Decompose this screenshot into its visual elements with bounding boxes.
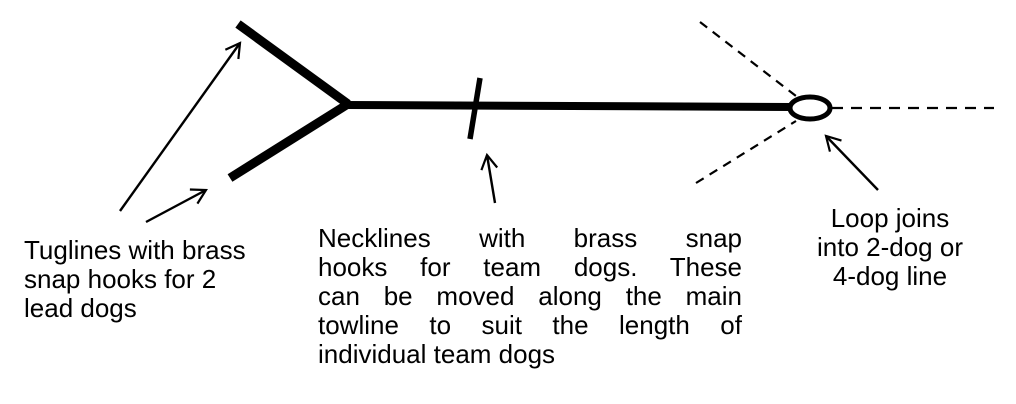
necklines-label-line: hooks for team dogs. These xyxy=(318,252,742,282)
arrow-to-loop xyxy=(824,134,879,191)
loop-label-line: into 2-dog or xyxy=(817,232,963,262)
tuglines-label-line: lead dogs xyxy=(24,293,137,323)
lower-tugline xyxy=(227,100,351,182)
tuglines-label-line: snap hooks for 2 xyxy=(24,264,217,294)
loop-label: Loop joins into 2-dog or 4-dog line xyxy=(800,204,980,291)
dashed-line-upper xyxy=(699,21,797,97)
neckline-mark xyxy=(467,77,483,140)
tuglines-label-line: Tuglines with brass xyxy=(24,235,246,265)
necklines-label: Necklines with brass snap hooks for team… xyxy=(318,224,742,369)
dashed-line-lower xyxy=(695,120,797,184)
towline-loop xyxy=(787,94,833,122)
upper-tugline xyxy=(235,20,351,108)
loop-label-line: 4-dog line xyxy=(832,261,948,291)
necklines-label-line: individual team dogs xyxy=(318,339,556,369)
main-towline xyxy=(343,101,793,111)
necklines-label-line: towline to suit the length of xyxy=(318,310,742,340)
arrow-to-neckline xyxy=(480,152,499,204)
arrow-to-lower-tugline xyxy=(145,188,208,224)
arrow-to-upper-tugline xyxy=(119,41,242,212)
necklines-label-line: can be moved along the main xyxy=(318,281,742,311)
tuglines-label: Tuglines with brass snap hooks for 2 lea… xyxy=(24,236,304,323)
loop-label-line: Loop joins xyxy=(830,203,950,233)
necklines-label-line: Necklines with brass snap xyxy=(318,223,742,253)
